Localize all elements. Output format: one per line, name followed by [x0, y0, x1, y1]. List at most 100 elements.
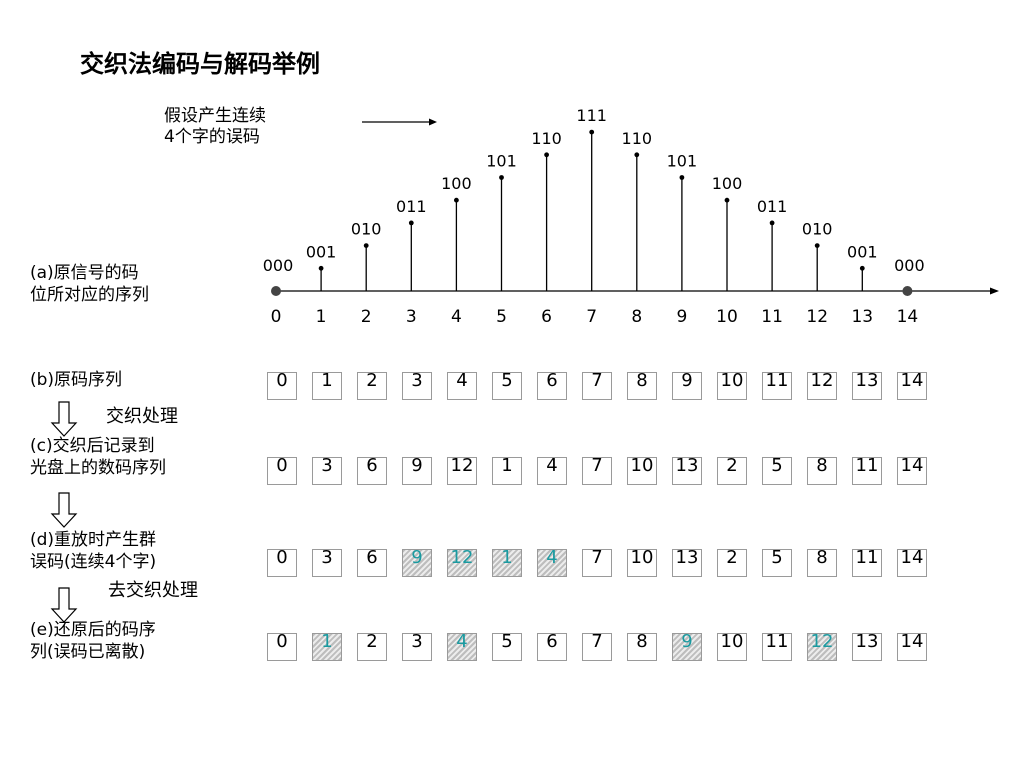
tick-label: 6 — [541, 307, 552, 327]
tick-label: 3 — [406, 307, 417, 327]
stem-point — [814, 243, 820, 249]
sequence-box-d: 2 — [717, 547, 747, 577]
label-e-line2: 列(误码已离散) — [30, 642, 146, 662]
sequence-value: 13 — [855, 370, 879, 391]
sequence-box-e: 14 — [897, 631, 927, 661]
stem-point — [679, 175, 685, 180]
interleave-label: 交织处理 — [106, 406, 178, 427]
label-d: (d)重放时产生群 误码(连续4个字) — [30, 529, 156, 573]
point-label: 111 — [576, 106, 607, 125]
sequence-box-b: 0 — [267, 370, 297, 400]
point-label: 011 — [396, 197, 427, 216]
point-label: 000 — [263, 256, 294, 275]
sequence-value: 1 — [501, 455, 513, 476]
label-d-line1: (d)重放时产生群 — [30, 530, 157, 550]
sequence-value: 0 — [276, 547, 288, 568]
sequence-value: 5 — [771, 455, 783, 476]
sequence-value: 4 — [456, 370, 468, 391]
sequence-value: 8 — [636, 370, 648, 391]
stem-point — [634, 152, 640, 158]
sequence-value: 10 — [630, 455, 654, 476]
stem-point — [271, 286, 281, 296]
sequence-value: 9 — [411, 455, 423, 476]
sequence-box-e: 0 — [267, 631, 297, 661]
sequence-box-d: 5 — [762, 547, 792, 577]
sequence-value: 7 — [591, 455, 603, 476]
point-label: 010 — [351, 220, 382, 239]
sequence-value: 10 — [630, 547, 654, 568]
sequence-value: 3 — [321, 455, 333, 476]
sequence-box-d: 6 — [357, 547, 387, 577]
sequence-value: 9 — [411, 547, 423, 568]
sequence-value: 12 — [810, 370, 834, 391]
sequence-box-e: 7 — [582, 631, 612, 661]
sequence-value: 13 — [675, 547, 699, 568]
sequence-box-b: 4 — [447, 370, 477, 400]
sequence-box-c: 10 — [627, 455, 657, 485]
sequence-box-c: 13 — [672, 455, 702, 485]
sequence-box-b: 10 — [717, 370, 747, 400]
sequence-box-c: 3 — [312, 455, 342, 485]
down-arrow-icon — [50, 401, 78, 437]
sequence-box-d: 0 — [267, 547, 297, 577]
tick-label: 11 — [761, 307, 783, 327]
sequence-box-b: 13 — [852, 370, 882, 400]
sequence-value: 12 — [450, 547, 474, 568]
point-label: 110 — [622, 129, 653, 148]
tick-label: 7 — [586, 307, 597, 327]
sequence-box-e: 12 — [807, 631, 837, 661]
stem-point — [318, 265, 324, 271]
tick-label: 14 — [897, 307, 919, 327]
sequence-value: 5 — [771, 547, 783, 568]
sequence-value: 1 — [321, 370, 333, 391]
sequence-value: 12 — [810, 631, 834, 652]
sequence-box-e: 10 — [717, 631, 747, 661]
tick-label: 0 — [271, 307, 282, 327]
sequence-box-b: 3 — [402, 370, 432, 400]
sequence-value: 8 — [636, 631, 648, 652]
stem-point — [724, 197, 730, 203]
sequence-value: 11 — [855, 547, 879, 568]
point-label: 110 — [531, 129, 562, 148]
label-c-line1: (c)交织后记录到 — [30, 436, 155, 456]
sequence-value: 2 — [726, 547, 738, 568]
label-b: (b)原码序列 — [30, 369, 122, 391]
tick-label: 8 — [631, 307, 642, 327]
sequence-box-e: 5 — [492, 631, 522, 661]
sequence-box-d: 1 — [492, 547, 522, 577]
sequence-box-e: 3 — [402, 631, 432, 661]
sequence-box-e: 4 — [447, 631, 477, 661]
sequence-box-d: 8 — [807, 547, 837, 577]
sequence-box-c: 12 — [447, 455, 477, 485]
sequence-value: 7 — [591, 631, 603, 652]
error-note-line1: 假设产生连续 — [164, 106, 266, 126]
label-e-line1: (e)还原后的码序 — [30, 620, 156, 640]
sequence-box-e: 1 — [312, 631, 342, 661]
tick-label: 13 — [851, 307, 873, 327]
sequence-value: 8 — [816, 547, 828, 568]
sequence-box-c: 14 — [897, 455, 927, 485]
sequence-box-c: 7 — [582, 455, 612, 485]
sequence-value: 10 — [720, 631, 744, 652]
sequence-box-b: 1 — [312, 370, 342, 400]
label-b-line1: (b)原码序列 — [30, 370, 123, 390]
sequence-value: 13 — [855, 631, 879, 652]
stem-point — [408, 220, 414, 226]
sequence-box-d: 12 — [447, 547, 477, 577]
error-note: 假设产生连续 4个字的误码 — [164, 106, 266, 148]
sequence-box-c: 5 — [762, 455, 792, 485]
label-c-line2: 光盘上的数码序列 — [30, 458, 166, 478]
sequence-box-b: 5 — [492, 370, 522, 400]
sequence-value: 7 — [591, 370, 603, 391]
sequence-box-c: 1 — [492, 455, 522, 485]
point-label: 100 — [441, 174, 472, 193]
label-d-line2: 误码(连续4个字) — [30, 552, 157, 572]
sequence-value: 6 — [546, 370, 558, 391]
sequence-box-c: 0 — [267, 455, 297, 485]
sequence-box-d: 7 — [582, 547, 612, 577]
sequence-box-e: 13 — [852, 631, 882, 661]
sequence-value: 10 — [720, 370, 744, 391]
point-label: 101 — [667, 152, 698, 171]
sequence-box-d: 9 — [402, 547, 432, 577]
